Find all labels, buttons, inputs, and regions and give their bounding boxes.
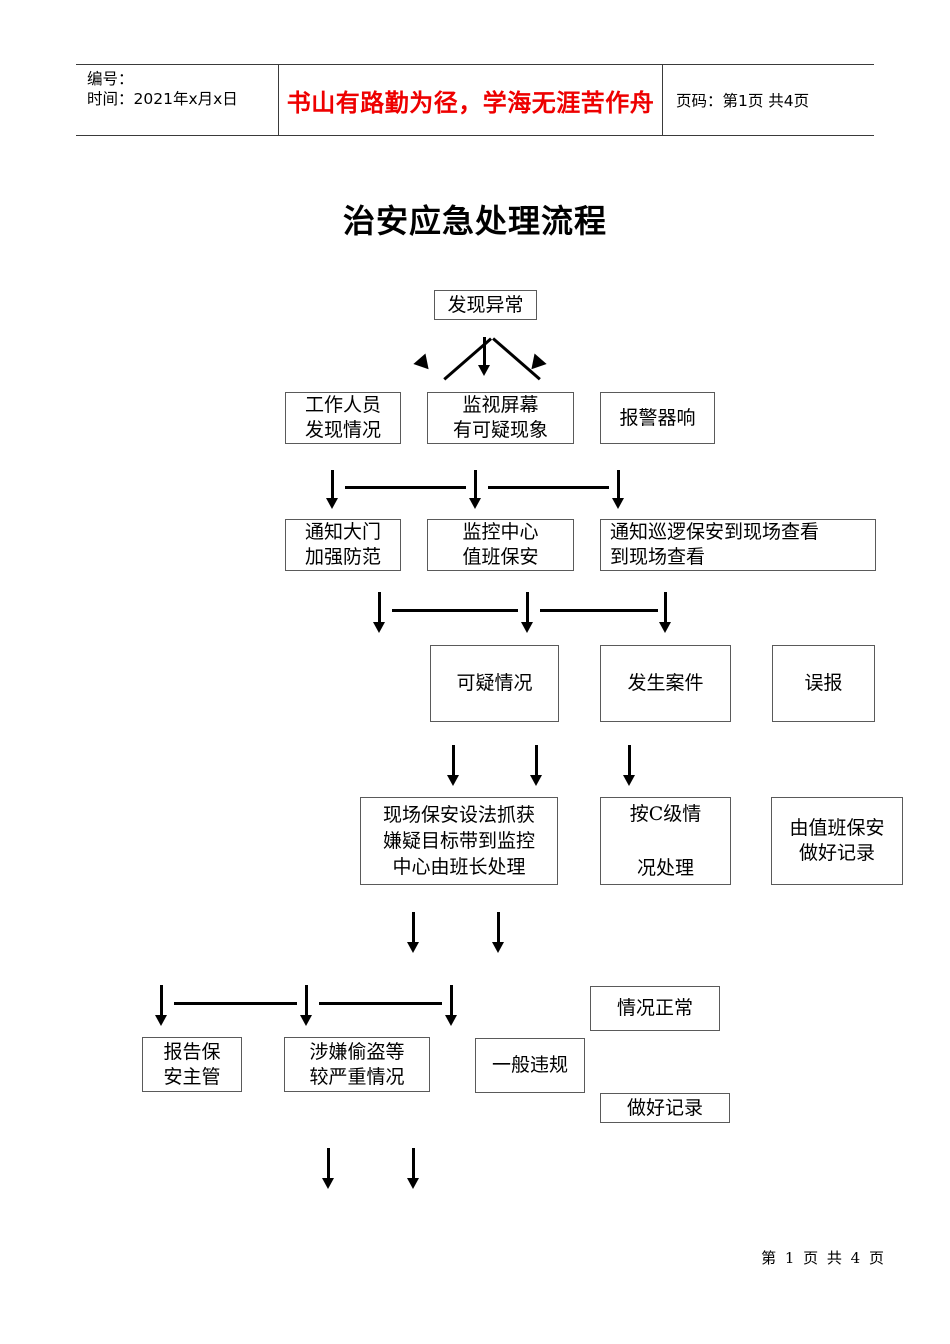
edge-shaft-r5a xyxy=(412,912,415,944)
flow-node-suspicious-situation: 可疑情况 xyxy=(430,645,559,722)
edge-shaft-r5b xyxy=(497,912,500,944)
edge-arrowhead-r5b xyxy=(491,942,504,953)
flow-node-onsite-guard-capture: 现场保安设法抓获 嫌疑目标带到监控 中心由班长处理 xyxy=(360,797,558,885)
edge-shaft-r6c xyxy=(450,985,453,1017)
edge-arrowhead-r3c1 xyxy=(372,622,385,633)
flow-node-notify-patrol: 通知巡逻保安到现场查看 到现场查看 xyxy=(600,519,876,571)
flow-node-staff-discovers: 工作人员 发现情况 xyxy=(285,392,401,444)
edge-arrowhead-r6b xyxy=(299,1015,312,1026)
flow-node-general-violation: 一般违规 xyxy=(475,1038,585,1093)
edge-shaft-bottom-a xyxy=(327,1148,330,1180)
header-page-cell: 页码：第1页 共4页 xyxy=(663,65,874,135)
edge-shaft-r3c3 xyxy=(664,592,667,624)
header-slogan-cell: 书山有路勤为径，学海无涯苦作舟 xyxy=(279,65,663,135)
edge-shaft-r6b xyxy=(305,985,308,1017)
header-time-label: 时间：2021年x月x日 xyxy=(87,90,238,108)
edge-shaft-r2c1 xyxy=(331,470,334,500)
edge-arrowhead-r3c3 xyxy=(658,622,671,633)
edge-shaft-r4a xyxy=(452,745,455,777)
flow-node-make-record: 做好记录 xyxy=(600,1093,730,1123)
flow-node-duty-guard-records: 由值班保安 做好记录 xyxy=(771,797,903,885)
flow-node-level-c-handling: 按C级情 况处理 xyxy=(600,797,731,885)
flow-node-theft-serious: 涉嫌偷盗等 较严重情况 xyxy=(284,1037,430,1092)
edge-arrowhead-bottom-b xyxy=(406,1178,419,1189)
edge-shaft-r4c xyxy=(628,745,631,777)
edge-bar-r6-right xyxy=(319,1002,442,1006)
edge-shaft-r2c3 xyxy=(617,470,620,500)
edge-shaft-r6a xyxy=(160,985,163,1017)
header-id-label: 编号： xyxy=(87,70,134,88)
edge-arrowhead-r2c3 xyxy=(611,498,624,509)
edge-bar-r2-right xyxy=(488,486,609,490)
edge-arrowhead-r6c xyxy=(444,1015,457,1026)
edge-shaft-r2c2 xyxy=(474,470,477,500)
edge-arrowhead-r2c1 xyxy=(325,498,338,509)
flow-node-report-supervisor: 报告保 安主管 xyxy=(142,1037,242,1092)
edge-shaft-bottom-b xyxy=(412,1148,415,1180)
flow-node-control-center-guard: 监控中心 值班保安 xyxy=(427,519,574,571)
header-id-cell: 编号： 时间：2021年x月x日 xyxy=(76,65,279,135)
edge-arrowhead-r4c xyxy=(622,775,635,786)
edge-bar-r3-left xyxy=(392,609,518,613)
flow-node-case-occurred: 发生案件 xyxy=(600,645,731,722)
header-page-info: 页码：第1页 共4页 xyxy=(676,92,810,110)
flow-node-situation-normal: 情况正常 xyxy=(590,986,720,1031)
edge-arrowhead-center-top xyxy=(477,365,490,376)
flow-node-notify-gate: 通知大门 加强防范 xyxy=(285,519,401,571)
edge-arrowhead-diagonal-left xyxy=(413,353,435,375)
footer-page-info: 第 1 页 共 4 页 xyxy=(761,1249,886,1267)
edge-shaft-r4b xyxy=(535,745,538,777)
flow-node-alarm-sounds: 报警器响 xyxy=(600,392,715,444)
document-header-table: 编号： 时间：2021年x月x日 书山有路勤为径，学海无涯苦作舟 页码：第1页 … xyxy=(76,64,874,136)
flow-node-monitor-screen-suspicious: 监视屏幕 有可疑现象 xyxy=(427,392,574,444)
header-slogan-text: 书山有路勤为径，学海无涯苦作舟 xyxy=(286,87,655,117)
edge-arrowhead-r4a xyxy=(446,775,459,786)
edge-bar-r3-right xyxy=(540,609,658,613)
edge-bar-r6-left xyxy=(174,1002,297,1006)
edge-shaft-r3c1 xyxy=(378,592,381,624)
page-title: 治安应急处理流程 xyxy=(342,202,607,240)
edge-shaft-center-top xyxy=(483,337,486,367)
edge-arrowhead-r6a xyxy=(154,1015,167,1026)
edge-bar-r2-left xyxy=(345,486,466,490)
edge-arrowhead-r4b xyxy=(529,775,542,786)
edge-arrowhead-r3c2 xyxy=(520,622,533,633)
flow-node-false-alarm: 误报 xyxy=(772,645,875,722)
edge-arrowhead-bottom-a xyxy=(321,1178,334,1189)
edge-arrowhead-r5a xyxy=(406,942,419,953)
edge-arrowhead-r2c2 xyxy=(468,498,481,509)
edge-shaft-r3c2 xyxy=(526,592,529,624)
flow-node-discover-anomaly: 发现异常 xyxy=(434,290,537,320)
